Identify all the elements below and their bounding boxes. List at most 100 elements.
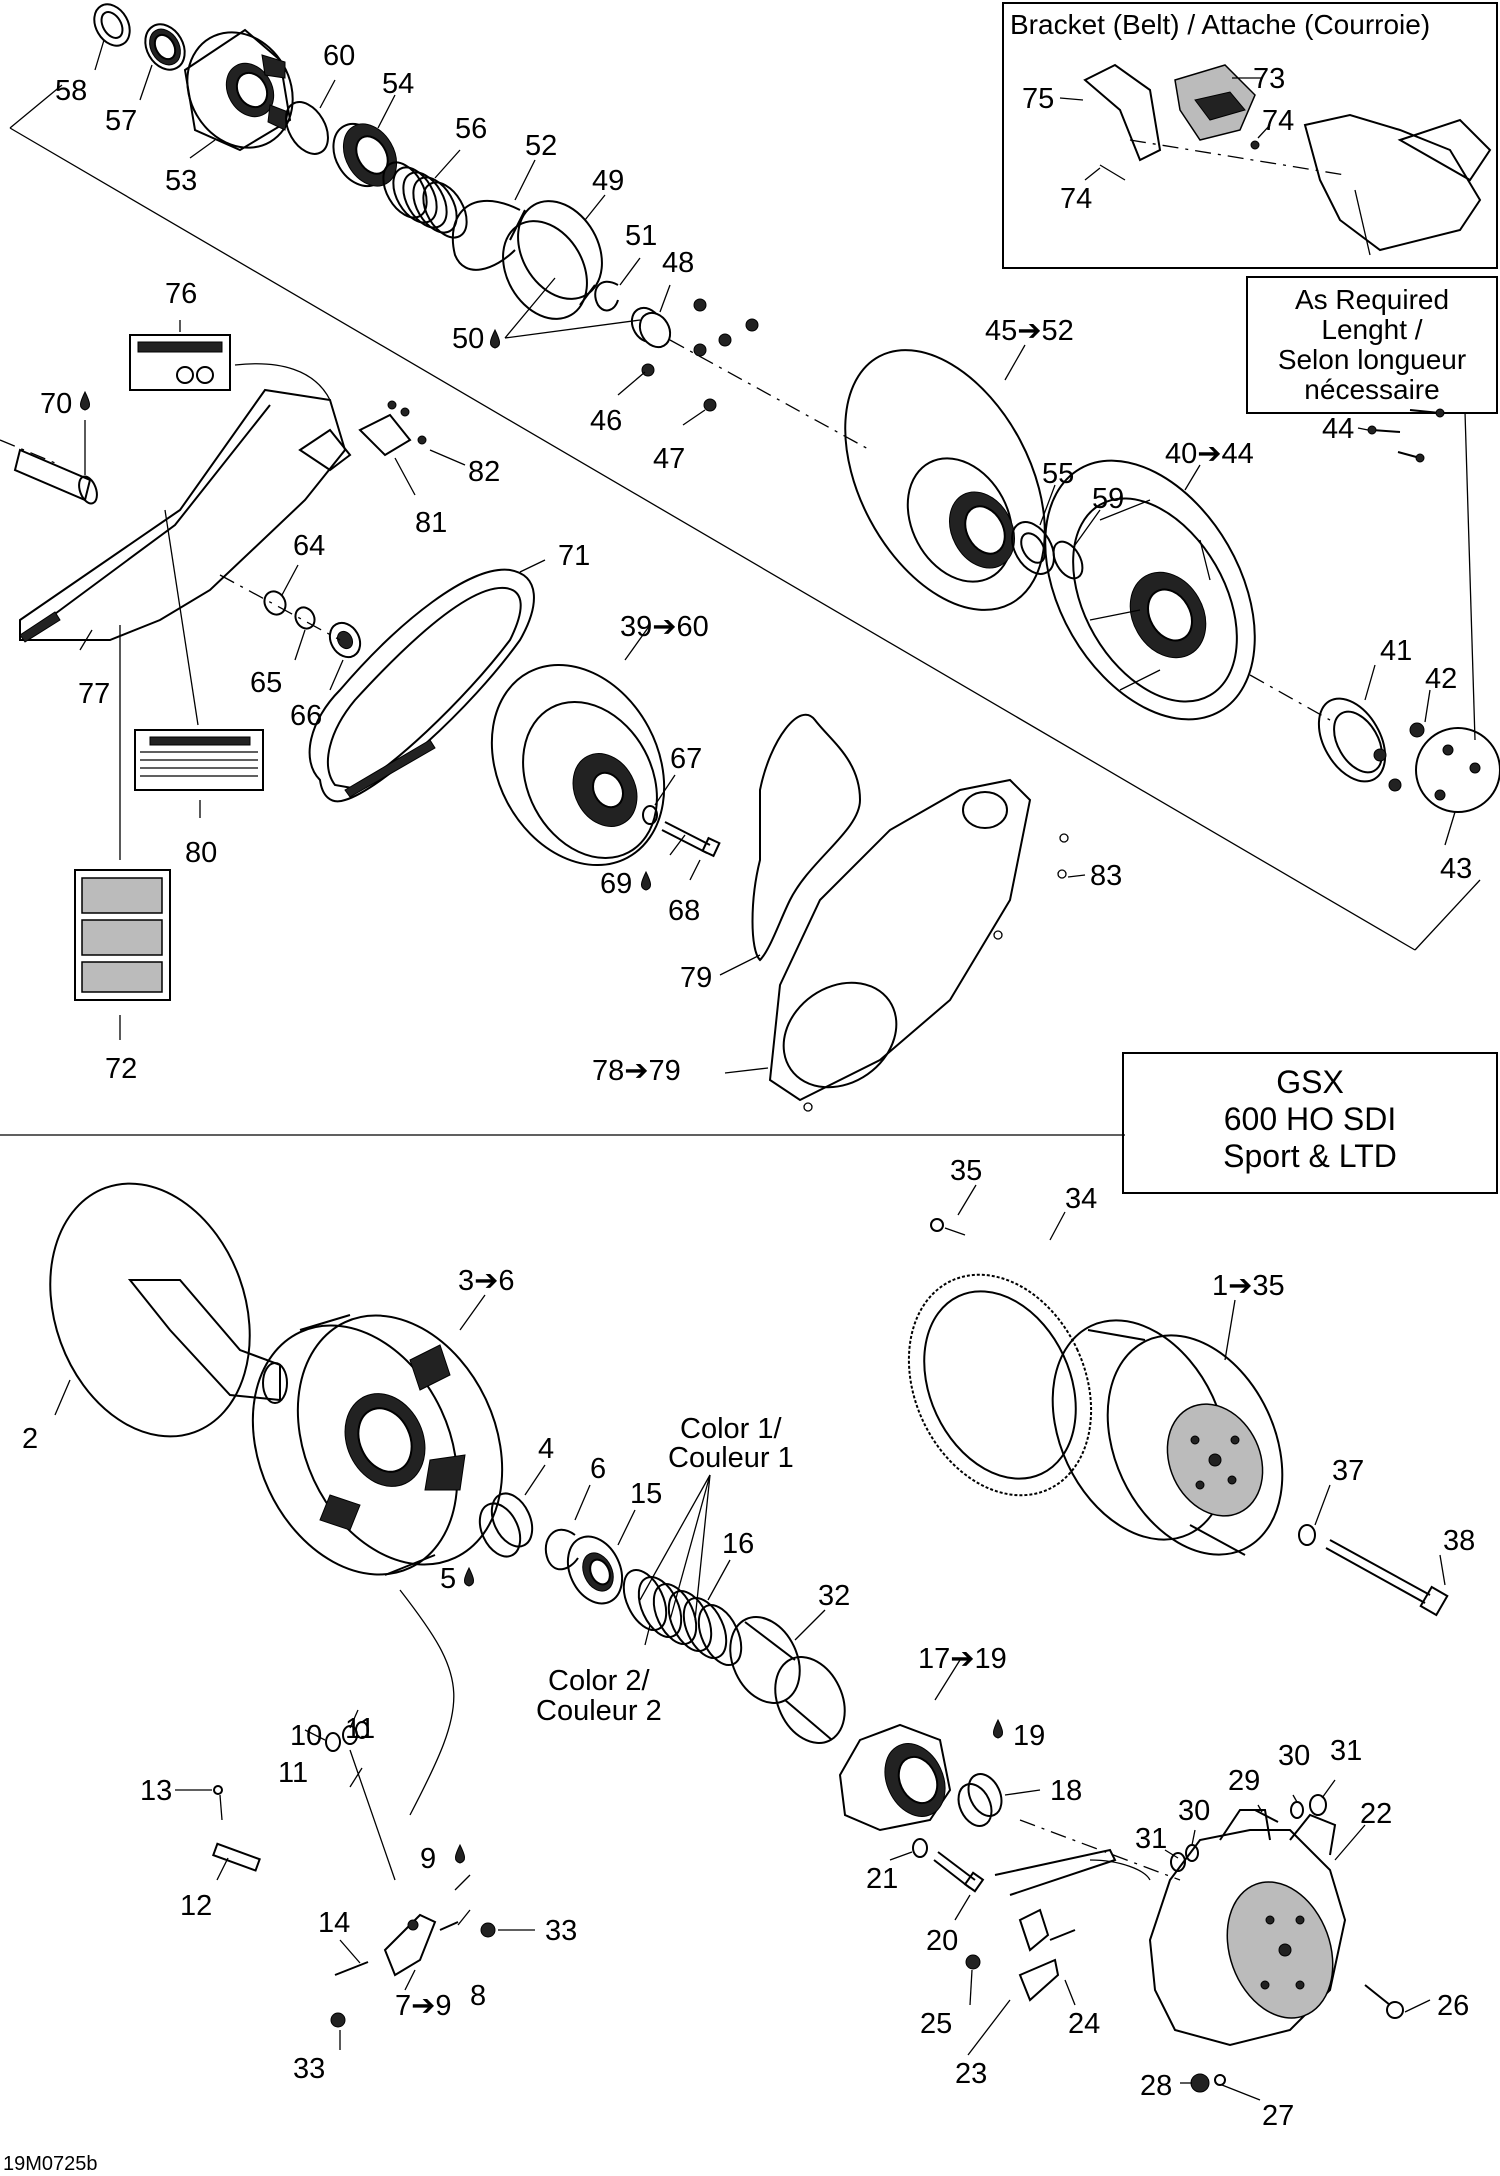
label-1-35: 1➔35: [1212, 1270, 1285, 1302]
part-78-79-cover: [768, 778, 1069, 1112]
model-line1: GSX: [1276, 1064, 1344, 1100]
label-82: 82: [468, 456, 500, 488]
part-57-washer: [144, 23, 186, 71]
label-60: 60: [323, 40, 355, 72]
label-14: 14: [318, 1907, 350, 1939]
leader-lines: [54, 39, 1456, 2101]
axis-line-lower: [1019, 1819, 1181, 1881]
label-7-9: 7➔9: [395, 1990, 452, 2022]
label-42: 42: [1425, 663, 1457, 695]
as-required-line2: Lenght /: [1321, 314, 1422, 345]
label-64: 64: [293, 530, 325, 562]
part-26-screw: [1364, 1984, 1404, 2019]
bracket-inset-box: Bracket (Belt) / Attache (Courroie): [1002, 2, 1498, 269]
grease-drop-icon: [455, 1843, 465, 1864]
label-2: 2: [22, 1423, 38, 1455]
label-56: 56: [455, 113, 487, 145]
part-64-65-66-washers: [263, 590, 362, 659]
label-40-44: 40➔44: [1165, 438, 1254, 470]
assembly-boundary-lines: [0, 84, 1481, 1136]
label-41: 41: [1380, 635, 1412, 667]
label-39-60: 39➔60: [620, 611, 709, 643]
label-53: 53: [165, 165, 197, 197]
part-41-plate: [1317, 697, 1387, 783]
as-required-box: As Required Lenght / Selon longueur néce…: [1246, 276, 1498, 741]
label-32: 32: [818, 1580, 850, 1612]
label-31-right: 31: [1330, 1735, 1362, 1767]
label-9: 9: [420, 1843, 436, 1875]
label-77: 77: [78, 678, 110, 710]
part-76-decal: [129, 334, 331, 401]
label-66: 66: [290, 700, 322, 732]
label-8: 8: [470, 1980, 486, 2012]
figure-code: 19M0725b: [3, 2153, 98, 2175]
label-20: 20: [926, 1925, 958, 1957]
label-68: 68: [668, 895, 700, 927]
part-58-washer: [93, 3, 131, 47]
grease-drop-icon: [993, 1718, 1003, 1739]
label-55: 55: [1042, 458, 1074, 490]
axis-line-upper: [669, 339, 871, 451]
part-7-14-levers: [211, 1589, 496, 2028]
label-16: 16: [722, 1528, 754, 1560]
part-18-bushing: [957, 1773, 1003, 1827]
label-color2-line2: Couleur 2: [536, 1695, 662, 1727]
label-35: 35: [950, 1155, 982, 1187]
part-22-governor-housing: [1148, 1809, 1347, 2047]
label-73: 73: [1253, 63, 1285, 95]
part-72-decal: [74, 869, 171, 1001]
label-11-left: 11: [278, 1757, 308, 1789]
callout-labels: 58 57 53 60 54 56 52 49 51 48 50 46 47 7…: [22, 40, 1475, 2132]
part-77-belt-guard: [19, 388, 352, 643]
label-46: 46: [590, 405, 622, 437]
part-81-82-support: [358, 400, 427, 457]
part-70-shaft: [0, 439, 98, 505]
part-1-35-drive-pulley: [1051, 1319, 1284, 1556]
label-76: 76: [165, 278, 197, 310]
label-5: 5: [440, 1563, 456, 1595]
part-48-bushing: [630, 306, 672, 349]
label-43: 43: [1440, 853, 1472, 885]
label-13: 13: [140, 1775, 172, 1807]
label-31-left: 31: [1135, 1823, 1167, 1855]
label-50: 50: [452, 323, 484, 355]
label-23: 23: [955, 2058, 987, 2090]
axis-line-cam: [1249, 674, 1331, 721]
part-42-43-hardware: [1373, 722, 1500, 813]
part-79-gasket: [751, 713, 862, 962]
model-line3: Sport & LTD: [1223, 1138, 1397, 1174]
part-15-washer: [566, 1535, 624, 1605]
label-37: 37: [1332, 1455, 1364, 1487]
label-80: 80: [185, 837, 217, 869]
part-46-47-screws: [641, 298, 759, 412]
label-70: 70: [40, 388, 72, 420]
label-color2-line1: Color 2/: [548, 1665, 650, 1697]
label-17-19: 17➔19: [918, 1643, 1007, 1675]
label-11-top: 11: [345, 1713, 375, 1745]
label-30-right: 30: [1278, 1740, 1310, 1772]
label-71: 71: [558, 540, 590, 572]
part-2-fixed-sheave: [49, 1182, 288, 1438]
label-38: 38: [1443, 1525, 1475, 1557]
label-78-79: 78➔79: [592, 1055, 681, 1087]
part-53-spider: [183, 28, 294, 152]
label-72: 72: [105, 1053, 137, 1085]
label-69: 69: [600, 868, 632, 900]
label-67: 67: [670, 743, 702, 775]
bracket-title: Bracket (Belt) / Attache (Courroie): [1010, 9, 1430, 40]
grease-drop-icon: [80, 390, 90, 411]
label-49: 49: [592, 165, 624, 197]
part-49-sleeve: [502, 200, 603, 320]
label-44: 44: [1322, 413, 1354, 445]
label-59: 59: [1092, 483, 1124, 515]
label-79: 79: [680, 962, 712, 994]
part-55-washers: [1011, 521, 1055, 575]
label-74-right: 74: [1262, 105, 1294, 137]
label-34: 34: [1065, 1183, 1097, 1215]
leader-80: [164, 509, 199, 726]
label-45-52: 45➔52: [985, 315, 1074, 347]
grease-drop-icon: [464, 1566, 474, 1587]
label-15: 15: [630, 1478, 662, 1510]
part-20-21-screw: [912, 1838, 985, 1893]
axis-line-guard: [219, 574, 341, 641]
